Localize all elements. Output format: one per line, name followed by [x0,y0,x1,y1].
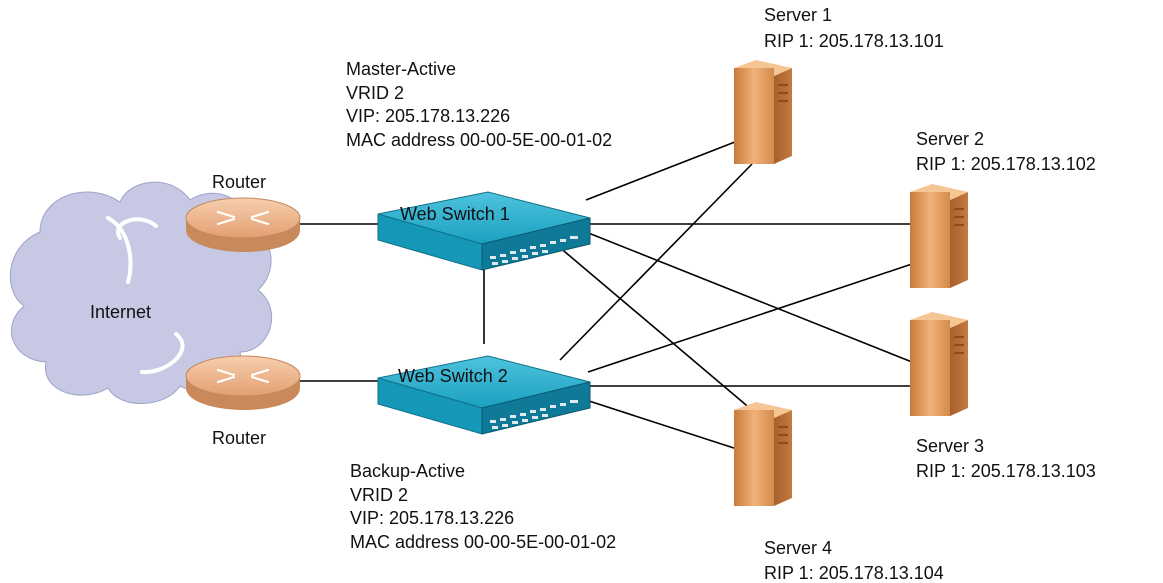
backup-line-mac: MAC address 00-00-5E-00-01-02 [350,532,616,552]
server-3-name: Server 3 [916,436,984,456]
router-1: Router [185,172,301,252]
router-2-label: Router [212,428,266,448]
switch-2-front [481,381,591,435]
master-line-mac: MAC address 00-00-5E-00-01-02 [346,130,612,150]
server-2-name: Server 2 [916,129,984,149]
server-4: Server 4 RIP 1: 205.178.13.104 [734,402,944,583]
switch-1-front [481,217,591,271]
switch-2-label: Web Switch 2 [398,366,508,386]
router-2: Router [185,355,301,448]
server-4-bays-icon [778,426,788,444]
cloud-highlight [106,216,185,375]
router-1-top [185,197,301,239]
server-2-front [910,192,950,288]
switch-2-ports [490,400,578,429]
link-switch1-server3 [585,231,913,363]
connections [300,139,913,451]
server-1-front [734,68,774,164]
backup-line-vrid: VRID 2 [350,485,408,505]
server-1-side [774,68,792,164]
server-4-front [734,410,774,506]
link-switch1-server4 [557,245,753,411]
router-2-top [185,355,301,397]
switch-1-label: Web Switch 1 [400,204,510,224]
link-switch2-server2 [587,263,913,373]
web-switch-2: Web Switch 2 [377,355,591,435]
backup-active-block: Backup-Active VRID 2 VIP: 205.178.13.226… [350,461,616,552]
server-2: Server 2 RIP 1: 205.178.13.102 [910,129,1096,288]
link-switch1-server1 [585,139,741,201]
server-4-name: Server 4 [764,538,832,558]
server-3-rip: RIP 1: 205.178.13.103 [916,461,1096,481]
link-switch2-server1 [559,163,753,361]
switch-1-ports [490,236,578,265]
server-3-bays-icon [954,336,964,354]
server-3-front [910,320,950,416]
server-3-side [950,320,968,416]
server-1-name: Server 1 [764,5,832,25]
server-2-rip: RIP 1: 205.178.13.102 [916,154,1096,174]
server-1-bays-icon [778,84,788,102]
router-1-label: Router [212,172,266,192]
master-active-block: Master-Active VRID 2 VIP: 205.178.13.226… [346,59,612,150]
server-1: Server 1 RIP 1: 205.178.13.101 [734,5,944,164]
server-4-rip: RIP 1: 205.178.13.104 [764,563,944,583]
router-1-arrows-icon [216,210,270,226]
master-line-state: Master-Active [346,59,456,79]
router-2-arrows-icon [216,368,270,384]
backup-line-state: Backup-Active [350,461,465,481]
server-1-rip: RIP 1: 205.178.13.101 [764,31,944,51]
master-line-vrid: VRID 2 [346,83,404,103]
link-switch2-server4 [585,399,741,451]
server-2-bays-icon [954,208,964,226]
server-4-side [774,410,792,506]
web-switch-1: Web Switch 1 [377,191,591,271]
internet-label: Internet [90,302,151,322]
backup-line-vip: VIP: 205.178.13.226 [350,508,514,528]
master-line-vip: VIP: 205.178.13.226 [346,106,510,126]
server-3: Server 3 RIP 1: 205.178.13.103 [910,312,1096,481]
server-2-side [950,192,968,288]
